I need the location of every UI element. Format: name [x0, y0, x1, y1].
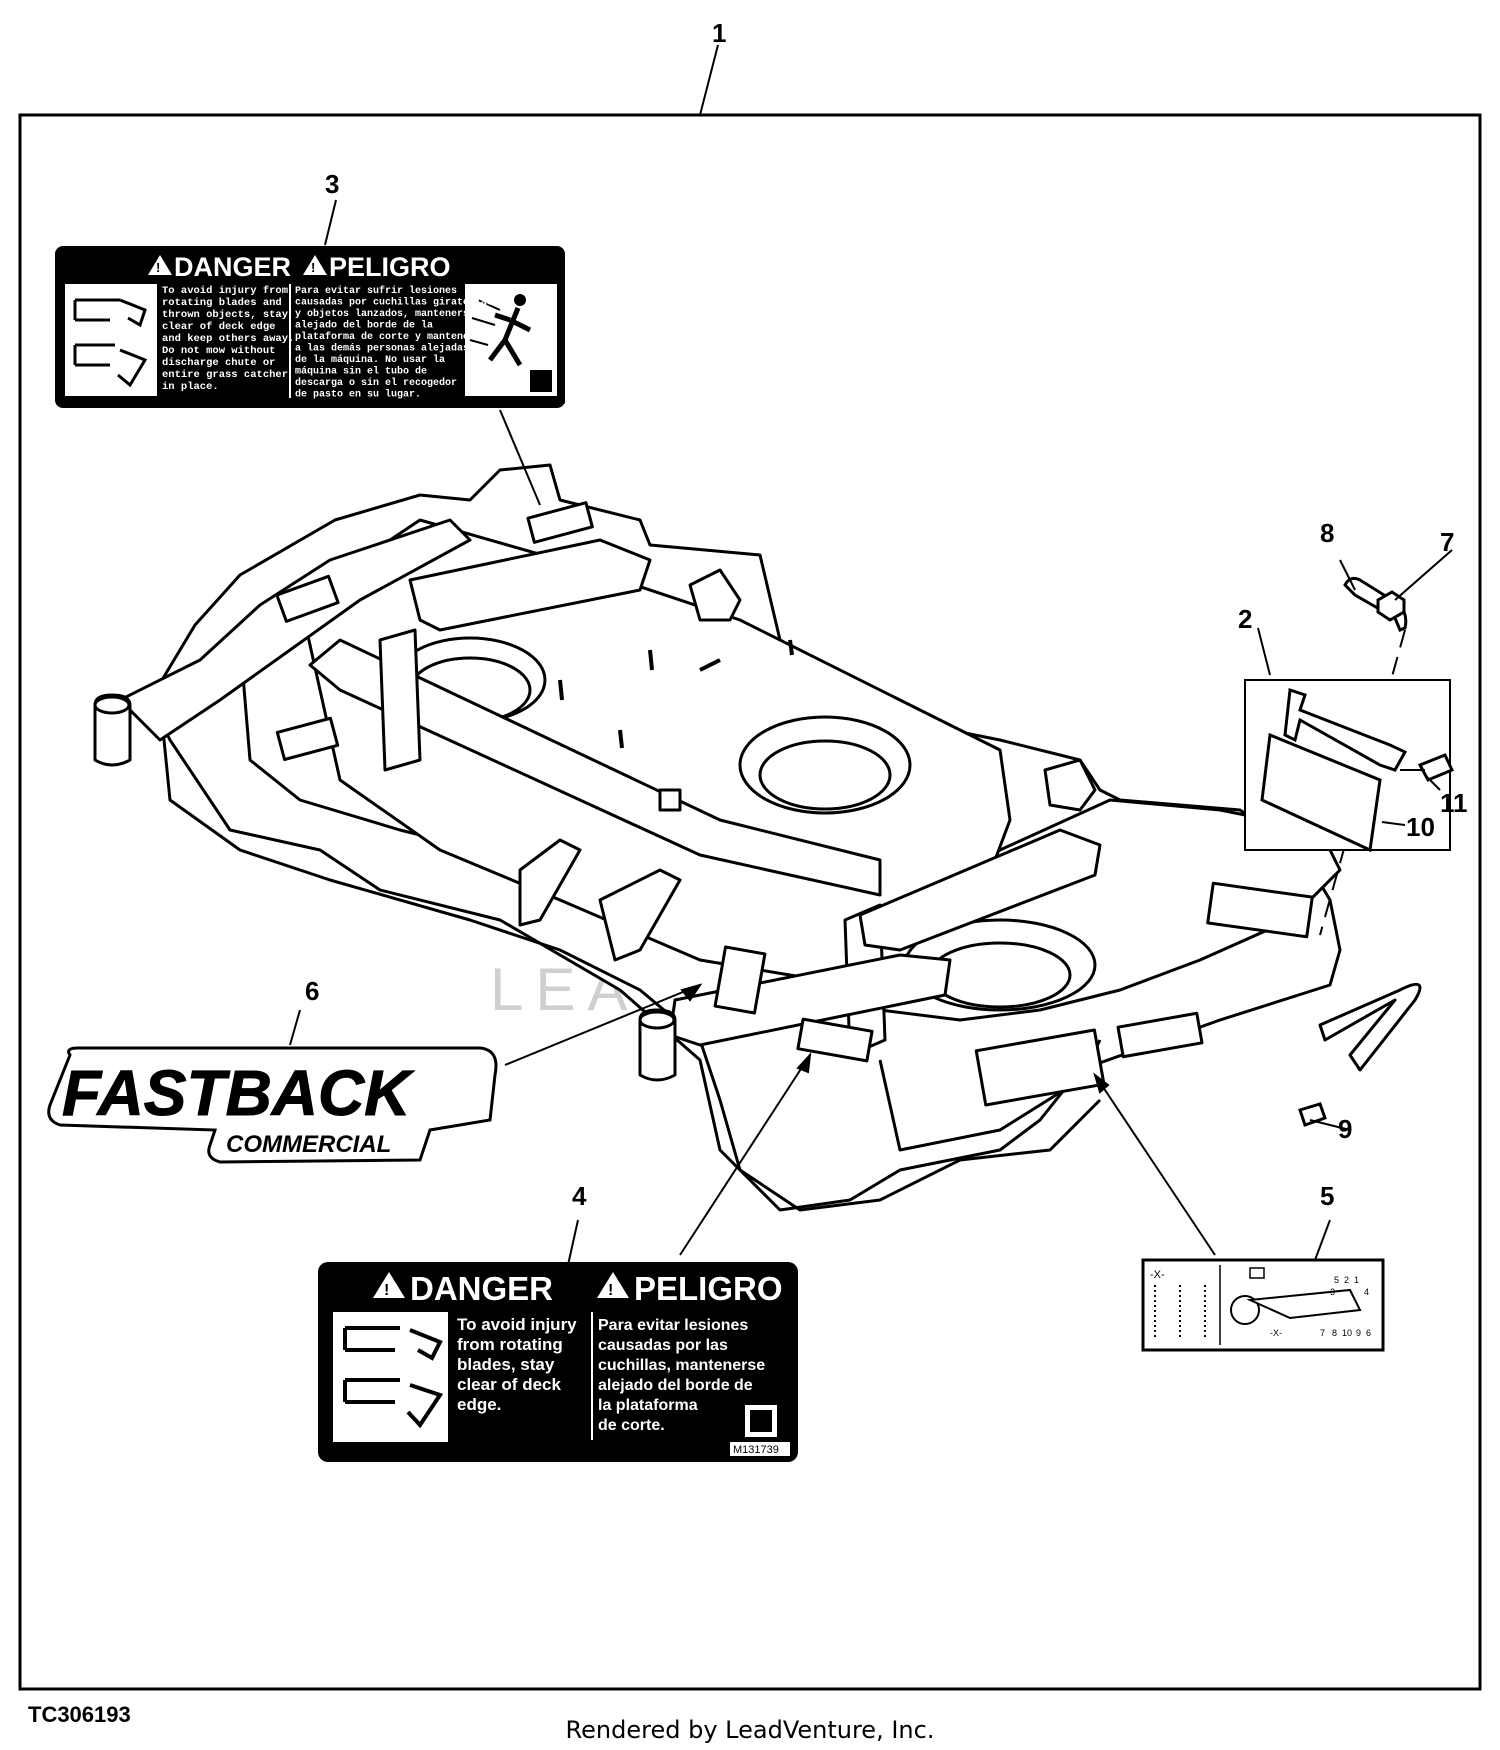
leader-lines	[289, 44, 1453, 1266]
svg-text:de pasto en su lugar.: de pasto en su lugar.	[295, 389, 421, 401]
svg-text:descarga o sin el recogedor: descarga o sin el recogedor	[295, 377, 457, 389]
rendered-by-credit: Rendered by LeadVenture, Inc.	[565, 1716, 935, 1744]
label5-x-mark: -X-	[1150, 1269, 1165, 1281]
callout-10: 10	[1406, 812, 1435, 842]
label3-peligro-heading: PELIGRO	[329, 252, 451, 282]
label5-scale-number: 1	[1354, 1275, 1359, 1285]
svg-text:la plataforma: la plataforma	[598, 1397, 698, 1414]
warning-triangle-icon	[373, 1272, 405, 1298]
callout-8: 8	[1320, 518, 1334, 548]
label4-peligro-heading: PELIGRO	[634, 1270, 783, 1307]
svg-text:clear of deck edge: clear of deck edge	[162, 321, 275, 333]
warning-triangle-icon	[148, 255, 172, 275]
label5-scale-number: 2	[1344, 1275, 1349, 1285]
svg-text:causadas por cuchillas girator: causadas por cuchillas giratorias	[295, 297, 493, 309]
svg-text:To avoid injury from: To avoid injury from	[162, 285, 288, 297]
callout-6: 6	[305, 976, 319, 1006]
manual-book-icon	[1249, 1267, 1265, 1279]
label5-scale-number: 4	[1364, 1287, 1369, 1297]
callout-4: 4	[572, 1181, 587, 1211]
svg-text:rotating blades and: rotating blades and	[162, 297, 282, 309]
label3-danger-heading: DANGER	[174, 252, 291, 282]
callout-11: 11	[1440, 788, 1468, 818]
svg-text:Para evitar lesiones: Para evitar lesiones	[598, 1317, 748, 1334]
label3-english-text: To avoid injury from rotating blades and…	[162, 285, 294, 393]
danger-label-4: ! DANGER ! PELIGRO To avoid injury from …	[318, 1262, 798, 1462]
svg-text:clear of deck: clear of deck	[457, 1375, 561, 1394]
svg-text:y objetos lanzados, mantenerse: y objetos lanzados, mantenerse	[295, 308, 475, 320]
svg-text:Para evitar sufrir lesiones: Para evitar sufrir lesiones	[295, 285, 457, 297]
callout-7: 7	[1440, 527, 1454, 557]
svg-text:To avoid injury: To avoid injury	[457, 1315, 577, 1334]
danger-label-3: ! DANGER ! PELIGRO To avoid injury from …	[55, 246, 566, 408]
bolt-part-9	[1298, 1102, 1327, 1127]
callout-3: 3	[325, 169, 339, 199]
hardware-group	[1244, 576, 1455, 1127]
label5-scale-number: 5	[1334, 1275, 1339, 1285]
svg-text:Do not mow without: Do not mow without	[162, 345, 275, 357]
svg-text:from rotating: from rotating	[457, 1335, 563, 1354]
label5-scale-number: 7	[1320, 1328, 1325, 1338]
callout-9: 9	[1338, 1114, 1352, 1144]
svg-text:alejado del borde de: alejado del borde de	[598, 1377, 753, 1394]
warning-triangle-icon	[597, 1272, 629, 1298]
svg-text:causadas por las: causadas por las	[598, 1337, 728, 1354]
blade-pictogram-icon	[65, 284, 157, 396]
callout-2: 2	[1238, 604, 1252, 634]
svg-text:and keep others away.: and keep others away.	[162, 333, 294, 345]
label5-scale-number: 6	[1366, 1328, 1371, 1338]
svg-text:discharge chute or: discharge chute or	[162, 357, 275, 369]
label4-spanish-text: Para evitar lesiones causadas por las cu…	[598, 1317, 765, 1434]
wheel-icon	[1230, 1295, 1260, 1325]
diagram-frame	[18, 113, 1482, 1691]
warning-triangle-icon	[303, 255, 327, 275]
svg-text:máquina sin el tubo de: máquina sin el tubo de	[295, 366, 427, 378]
label5-x-mark-lower: -X-	[1270, 1328, 1282, 1338]
brand-name-fastback: FASTBACK	[62, 1057, 415, 1129]
svg-text:alejado del borde de la: alejado del borde de la	[295, 320, 433, 332]
svg-text:!: !	[384, 1282, 389, 1299]
svg-text:!: !	[311, 260, 315, 275]
height-of-cut-label-5: -X- 5 2 1 3 4 7 8 10 9 6 -X-	[1141, 1258, 1385, 1352]
label3-part-code: M131746	[528, 396, 566, 406]
svg-text:a las demás personas alejadas: a las demás personas alejadas	[295, 343, 469, 355]
label4-english-text: To avoid injury from rotating blades, st…	[457, 1315, 577, 1414]
label5-scale-number: 10	[1342, 1328, 1352, 1338]
svg-text:!: !	[156, 260, 160, 275]
svg-text:entire grass catcher: entire grass catcher	[162, 369, 288, 381]
callout-5: 5	[1320, 1181, 1334, 1211]
mower-deck	[93, 463, 1422, 1212]
svg-text:in place.: in place.	[162, 381, 219, 393]
label4-part-code: M131739	[733, 1444, 779, 1456]
label3-spanish-text: Para evitar sufrir lesiones causadas por…	[295, 285, 493, 401]
svg-text:edge.: edge.	[457, 1395, 501, 1414]
figure-id: TC306193	[28, 1702, 131, 1727]
label5-scale-number: 9	[1356, 1328, 1361, 1338]
svg-text:blades, stay: blades, stay	[457, 1355, 555, 1374]
svg-text:de corte.: de corte.	[598, 1417, 665, 1434]
svg-text:cuchillas, mantenerse: cuchillas, mantenerse	[598, 1357, 765, 1374]
callout-1: 1	[712, 18, 726, 48]
label4-danger-heading: DANGER	[410, 1270, 553, 1307]
svg-text:de la máquina. No usar la: de la máquina. No usar la	[295, 354, 445, 366]
svg-text:thrown objects, stay: thrown objects, stay	[162, 309, 289, 321]
svg-text:plataforma de corte y mantener: plataforma de corte y mantener	[295, 331, 475, 343]
label5-scale-number: 3	[1330, 1287, 1335, 1297]
svg-text:!: !	[608, 1282, 613, 1299]
label5-scale-number: 8	[1332, 1328, 1337, 1338]
blade-pictogram-icon	[333, 1312, 448, 1442]
flap-part-10	[1260, 732, 1382, 853]
brand-name-commercial: COMMERCIAL	[226, 1131, 391, 1158]
fastback-commercial-decal: FASTBACK COMMERCIAL	[47, 1046, 498, 1164]
